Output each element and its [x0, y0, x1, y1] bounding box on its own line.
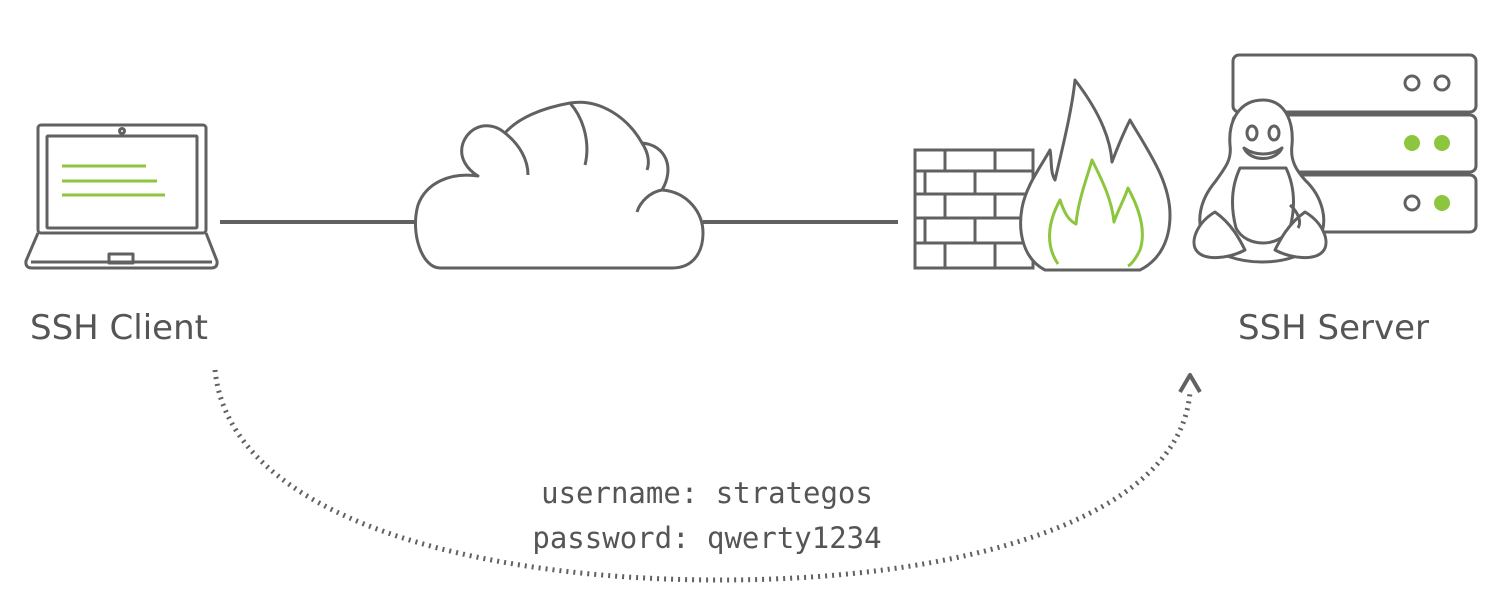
laptop-icon: [24, 123, 219, 270]
arrowhead-icon: [1178, 373, 1202, 394]
ssh-server-label: SSH Server: [1238, 308, 1430, 348]
password-line: password: qwerty1234: [532, 521, 882, 555]
username-line: username: strategos: [541, 476, 873, 510]
fire-icon: [1019, 78, 1172, 272]
firewall-icon: [913, 148, 1035, 270]
linux-penguin-icon: [1192, 98, 1328, 264]
credential-flow-arrow: [212, 369, 1193, 583]
ssh-client-label: SSH Client: [30, 308, 208, 348]
cloud-icon: [413, 100, 705, 270]
